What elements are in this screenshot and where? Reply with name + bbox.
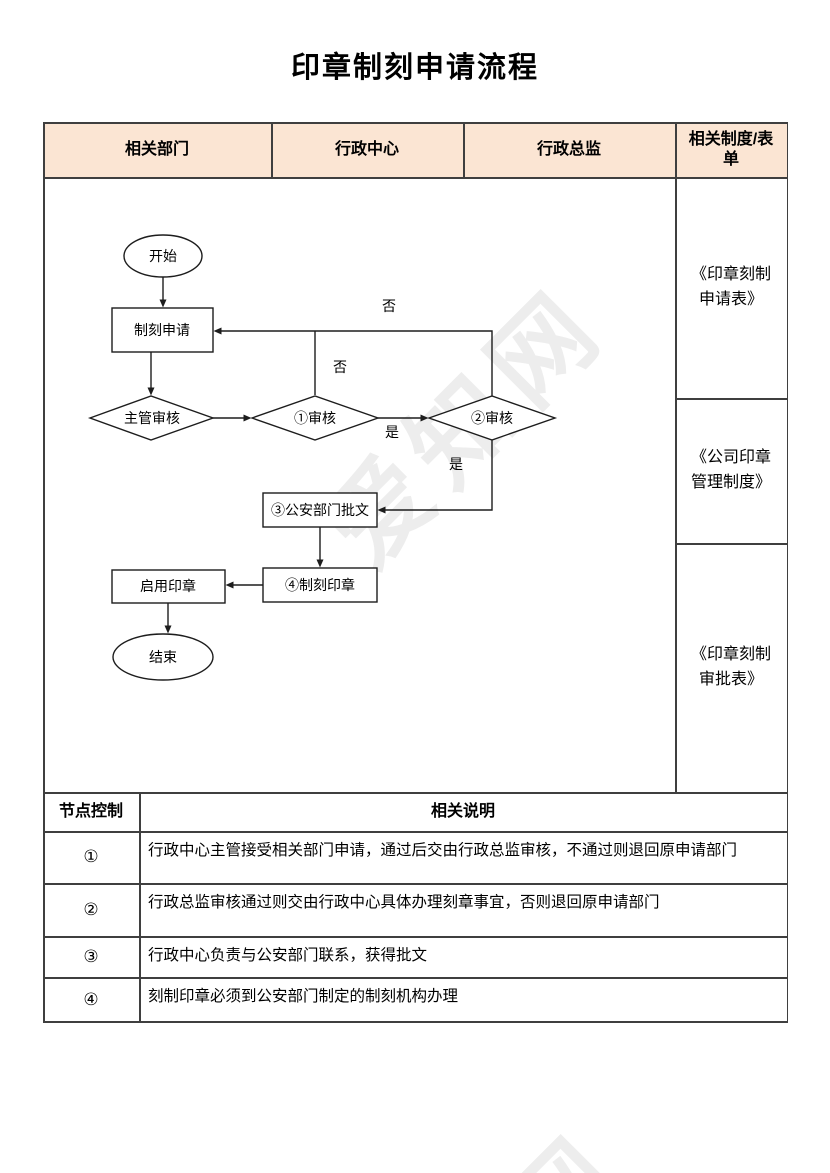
header-cell-related-forms: 相关制度/表单 (688, 130, 774, 168)
edge-label-yes-mid: 是 (385, 424, 399, 440)
grid-line (675, 398, 788, 400)
edge-label-no-top: 否 (382, 298, 396, 314)
grid-line (43, 792, 788, 794)
note-row-id: ② (83, 899, 99, 919)
enable-seal-label: 启用印章 (140, 578, 196, 594)
reference-cell-application-form: 《印章刻制申请表》 (690, 265, 771, 308)
note-row-id: ① (83, 847, 99, 866)
grid-line (43, 122, 45, 1022)
apply-node-label: 制刻申请 (134, 322, 190, 338)
start-node (123, 234, 203, 278)
grid-line (675, 543, 788, 545)
grid-line (43, 831, 788, 833)
header-cell-admin-center: 行政中心 (334, 140, 399, 158)
grid-line (43, 883, 788, 885)
police-approval-node (262, 492, 378, 528)
grid-line (271, 122, 273, 177)
note-row-id: ④ (83, 989, 99, 1009)
note-row-text: 刻制印章必须到公安部门制定的制刻机构办理 (148, 988, 459, 1005)
arrow-no-feedback-to-apply (213, 327, 493, 396)
grid-line (786, 122, 788, 1022)
edge-label-no-mid: 否 (333, 359, 347, 375)
note-row-id: ③ (83, 946, 99, 966)
supervisor-review-node (87, 395, 216, 441)
watermark-text: 爱知网 (308, 1093, 652, 1173)
notes-header-description: 相关说明 (430, 802, 495, 820)
end-node-label: 结束 (149, 649, 177, 665)
watermark-bottom: 爱知网 (326, 1111, 647, 1173)
notes-header-node-control: 节点控制 (58, 802, 123, 820)
review2-label: ②审核 (471, 410, 513, 426)
table-header-background (43, 122, 788, 177)
review1-label: ①审核 (294, 410, 336, 426)
arrow-review2-to-police (377, 440, 493, 514)
grid-line (463, 122, 465, 177)
engrave-node (262, 567, 378, 603)
start-node-label: 开始 (149, 248, 177, 264)
edge-label-yes-right: 是 (449, 456, 463, 472)
grid-line (43, 122, 788, 124)
page-title: 印章制刻申请流程 (290, 52, 539, 84)
watermark-middle: 爱知网 (290, 250, 630, 590)
note-row-text: 行政中心主管接受相关部门申请，通过后交由行政总监审核，不通过则退回原申请部门 (148, 842, 738, 859)
enable-seal-node (111, 569, 226, 604)
apply-node (111, 307, 214, 353)
police-approval-label: ③公安部门批文 (271, 502, 369, 518)
end-node (112, 633, 214, 681)
grid-line (43, 177, 788, 179)
grid-line (139, 792, 141, 1022)
grid-line (43, 977, 788, 979)
reference-cell-approval-form: 《印章刻制审批表》 (690, 645, 771, 688)
note-row-text: 行政中心负责与公安部门联系，获得批文 (148, 947, 428, 964)
header-cell-related-departments: 相关部门 (124, 140, 189, 158)
grid-line (43, 1021, 788, 1023)
header-cell-admin-director: 行政总监 (536, 140, 601, 158)
review1-node (249, 395, 381, 441)
engrave-label: ④制刻印章 (285, 577, 355, 593)
reference-cell-seal-management: 《公司印章管理制度》 (690, 448, 771, 491)
grid-line (675, 122, 677, 792)
note-row-text: 行政总监审核通过则交由行政中心具体办理刻章事宜，否则退回原申请部门 (148, 894, 660, 911)
grid-line (43, 936, 788, 938)
review2-node (426, 395, 558, 441)
watermark-text: 爱知网 (306, 266, 628, 588)
supervisor-review-label: 主管审核 (124, 410, 180, 426)
